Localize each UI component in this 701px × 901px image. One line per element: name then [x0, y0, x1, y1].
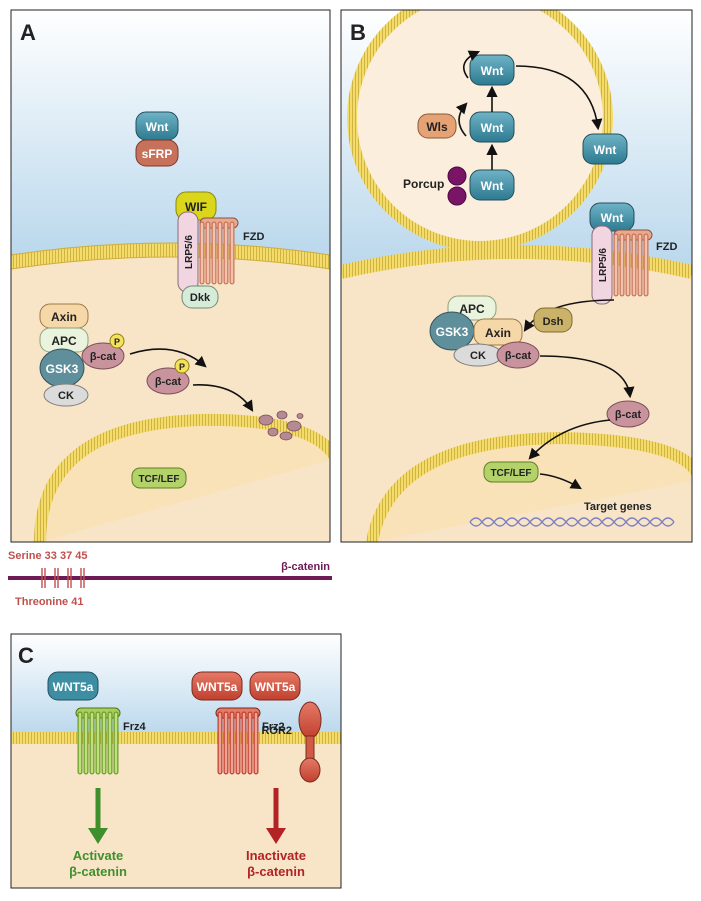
- wnt-out-label: Wnt: [594, 143, 617, 157]
- bcat-label: β-cat: [90, 351, 117, 363]
- degraded-fragments: [258, 410, 304, 441]
- wnt5a-ligand-2: [191, 671, 243, 701]
- fzd-receptor-b: [613, 229, 653, 297]
- gsk3-label: GSK3: [46, 362, 79, 376]
- threonine-label: Threonine 41: [15, 596, 83, 608]
- panel-b-letter: B: [350, 20, 366, 45]
- arrow-target-genes: [539, 473, 582, 490]
- wnt-top-label: Wnt: [481, 64, 504, 78]
- inactivate-text-2: β-catenin: [247, 864, 305, 879]
- wnt-outside: [582, 133, 628, 165]
- lrp-receptor-b: [591, 225, 613, 305]
- activate-arrowhead: [88, 828, 108, 844]
- tcf-lef-b-label: TCF/LEF: [490, 468, 531, 479]
- sfrp-label: sFRP: [142, 147, 173, 161]
- panel-b: B Wnt Wnt Wls Wnt Porcup Wnt Wnt LRP5/6 …: [340, 9, 693, 543]
- bcat-shape-b: [496, 341, 540, 369]
- frz4-label: Frz4: [123, 721, 147, 733]
- bcat-free-shape: [146, 367, 190, 395]
- bcat-free-b-label: β-cat: [615, 409, 642, 421]
- ror2-receptor: [298, 701, 322, 783]
- bcat-free-b: [606, 400, 650, 428]
- wnt5a-ligand-1: [47, 671, 99, 701]
- arrow-wls-curve: [455, 102, 468, 137]
- bcat-free-label: β-cat: [155, 376, 182, 388]
- bcat-b-label: β-cat: [505, 350, 532, 362]
- wnt5a-ligand-3: [249, 671, 301, 701]
- ck-b-label: CK: [470, 350, 486, 362]
- serine-label: Serine 33 37 45: [8, 550, 88, 562]
- arrow-degradation-1: [129, 348, 207, 368]
- porcup-shape-2: [447, 186, 467, 206]
- phospho-label: P: [114, 337, 120, 347]
- axin-box-b: [473, 318, 523, 346]
- tcf-lef-box: [131, 467, 187, 489]
- beta-catenin-label: β-catenin: [281, 561, 330, 573]
- apc-label: APC: [51, 334, 77, 348]
- wif-label: WIF: [185, 200, 207, 214]
- dna-helix: [469, 517, 675, 527]
- phospho-marker: [109, 333, 125, 349]
- wnt-mid-label: Wnt: [481, 121, 504, 135]
- wnt5a-label-3: WNT5a: [255, 680, 296, 694]
- panel-a-letter: A: [20, 20, 36, 45]
- sfrp-box: [135, 139, 179, 167]
- wnt-secreted-top: [469, 54, 515, 86]
- porcup-label: Porcup: [403, 177, 444, 191]
- wls-label: Wls: [426, 120, 448, 134]
- arrow-bcat-release: [539, 355, 635, 399]
- wnt-bound: [589, 202, 635, 232]
- inactivate-text-1: Inactivate: [246, 848, 306, 863]
- wnt5a-label-1: WNT5a: [53, 680, 94, 694]
- activate-text-2: β-catenin: [69, 864, 127, 879]
- lrp-label: LRP5/6: [184, 235, 195, 269]
- dsh-label: Dsh: [543, 316, 564, 328]
- wnt-rec-label: Wnt: [601, 211, 624, 225]
- axin-b-label: Axin: [485, 326, 511, 340]
- arrow-bcat-to-nucleus: [528, 419, 611, 460]
- frz4-receptor: [75, 707, 121, 775]
- ck-label: CK: [58, 390, 74, 402]
- frz2-receptor: [215, 707, 261, 775]
- phospho-label-2: P: [179, 362, 185, 372]
- arrow-wnt-secretion: [515, 65, 603, 131]
- tcf-lef-label: TCF/LEF: [138, 474, 179, 485]
- frz2-label: Frz2: [262, 721, 285, 733]
- fzd-b-label: FZD: [656, 241, 677, 253]
- gsk3-b-label: GSK3: [436, 325, 469, 339]
- lrp-b-label: LRP5/6: [598, 248, 609, 282]
- fzd-receptor: [199, 217, 239, 285]
- beta-catenin-bar: Serine 33 37 45 β-catenin Threonine 41: [8, 550, 332, 608]
- apc-b-label: APC: [459, 302, 485, 316]
- dsh-box: [533, 307, 573, 333]
- ck-shape: [43, 383, 89, 407]
- arrow-degradation-2: [192, 384, 254, 412]
- panel-c-letter: C: [18, 643, 34, 668]
- fzd-label: FZD: [243, 231, 264, 243]
- arrow-wnt-exit-curve: [462, 50, 481, 79]
- panel-c: C WNT5a WNT5a WNT5a Frz4 Frz2 ROR2: [10, 633, 342, 889]
- tcf-lef-box-b: [483, 461, 539, 483]
- phosphosite-ticks: [41, 568, 85, 588]
- axin-label: Axin: [51, 310, 77, 324]
- inactivate-arrowhead: [266, 828, 286, 844]
- dkk-label: Dkk: [190, 292, 211, 304]
- phospho-marker-2: [174, 358, 190, 374]
- panel-a: A Wnt sFRP WIF LRP5/6 FZD Dkk Axin APC G…: [10, 9, 331, 543]
- wnt-bot-label: Wnt: [481, 179, 504, 193]
- ror2-label: ROR2: [261, 725, 292, 737]
- wnt5a-label-2: WNT5a: [197, 680, 238, 694]
- dkk-box: [181, 285, 219, 309]
- wls-box: [417, 113, 457, 139]
- bcat-shape: [81, 342, 125, 370]
- wnt-label: Wnt: [146, 120, 169, 134]
- target-genes-label: Target genes: [584, 501, 652, 513]
- porcup-shape-1: [447, 166, 467, 186]
- activate-text-1: Activate: [73, 848, 124, 863]
